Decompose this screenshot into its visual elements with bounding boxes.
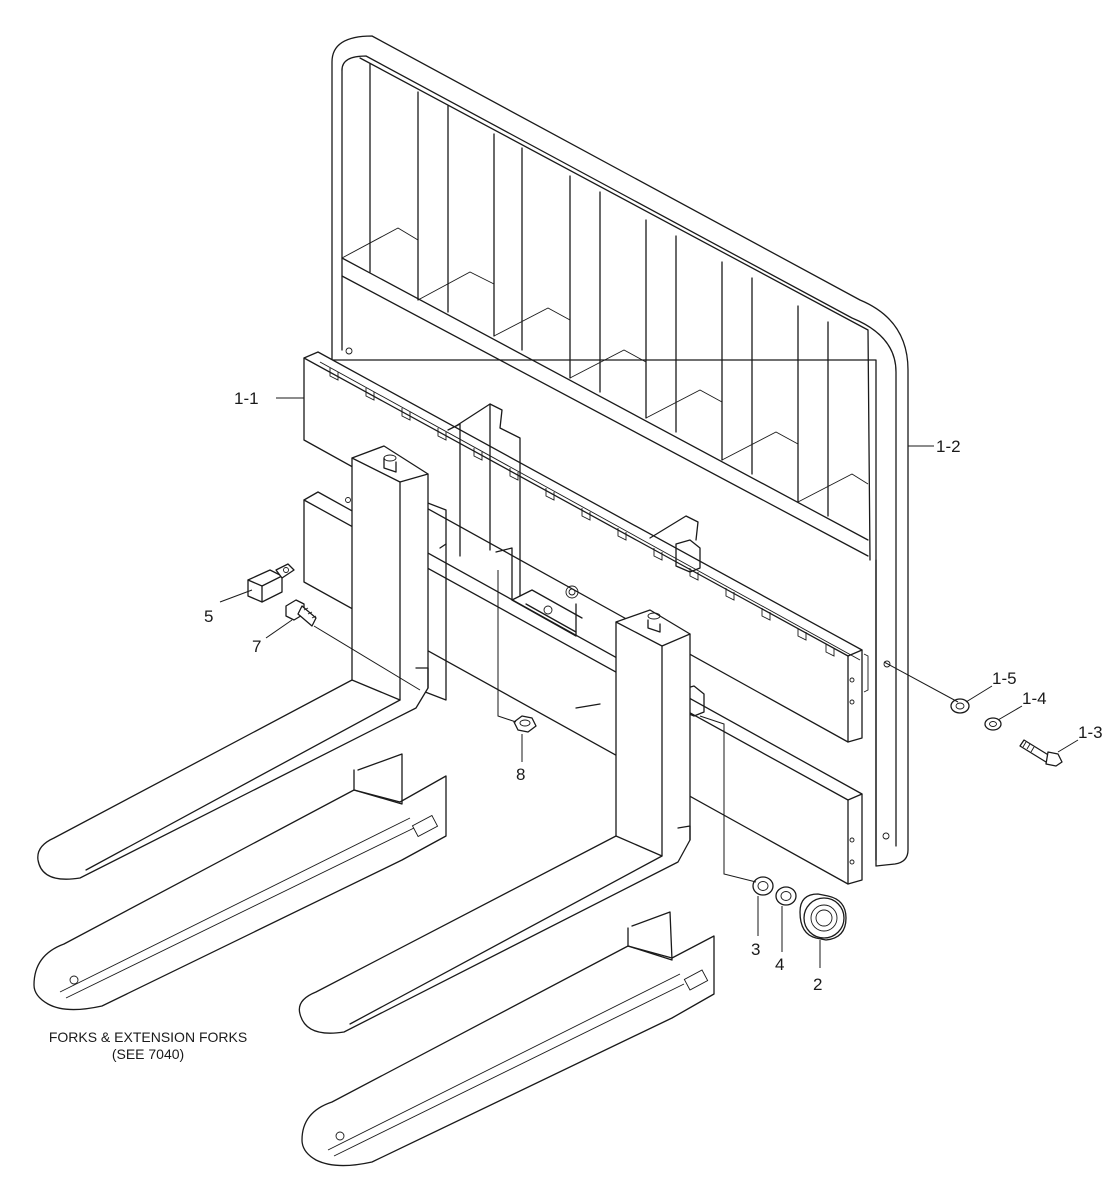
- part-3-washer: [752, 876, 774, 896]
- part-8-nut: [513, 715, 537, 733]
- part-4-washer: [775, 886, 797, 906]
- load-backrest: [331, 35, 909, 867]
- lower-carriage-bar: [303, 491, 863, 885]
- callout-1-2: 1-2: [936, 437, 961, 456]
- carriage-mast-structure: [419, 403, 705, 717]
- extension-fork-left: [33, 753, 447, 1011]
- upper-carriage-bar: [303, 351, 869, 743]
- callout-1-3: 1-3: [1078, 723, 1103, 742]
- callout-4: 4: [775, 955, 784, 974]
- callout-5: 5: [204, 607, 213, 626]
- part-7-bolt: [285, 599, 317, 627]
- fork-right: [298, 609, 691, 1034]
- part-1-5-washer: [950, 698, 970, 714]
- callout-1-5: 1-5: [992, 669, 1017, 688]
- note-line-2: (SEE 7040): [112, 1046, 184, 1062]
- part-5-pin-lock: [247, 563, 295, 603]
- callout-7: 7: [252, 637, 261, 656]
- callout-8: 8: [516, 765, 525, 784]
- part-2-bearing: [799, 893, 847, 941]
- callout-1-1: 1-1: [234, 389, 259, 408]
- note-line-1: FORKS & EXTENSION FORKS: [49, 1029, 247, 1045]
- extension-fork-right: [301, 911, 715, 1167]
- forks-note: FORKS & EXTENSION FORKS (SEE 7040): [49, 1029, 247, 1062]
- callout-1-4: 1-4: [1022, 689, 1047, 708]
- callout-3: 3: [751, 940, 760, 959]
- leader-lines: [219, 397, 1079, 968]
- part-1-4-lock-washer: [984, 717, 1002, 731]
- part-1-3-bolt: [1019, 739, 1063, 767]
- callout-2: 2: [813, 975, 822, 994]
- callout-labels: 1-1 1-2 1-5 1-4 1-3 5 7 8 3 4 2: [204, 389, 1103, 994]
- fork-left: [37, 445, 429, 880]
